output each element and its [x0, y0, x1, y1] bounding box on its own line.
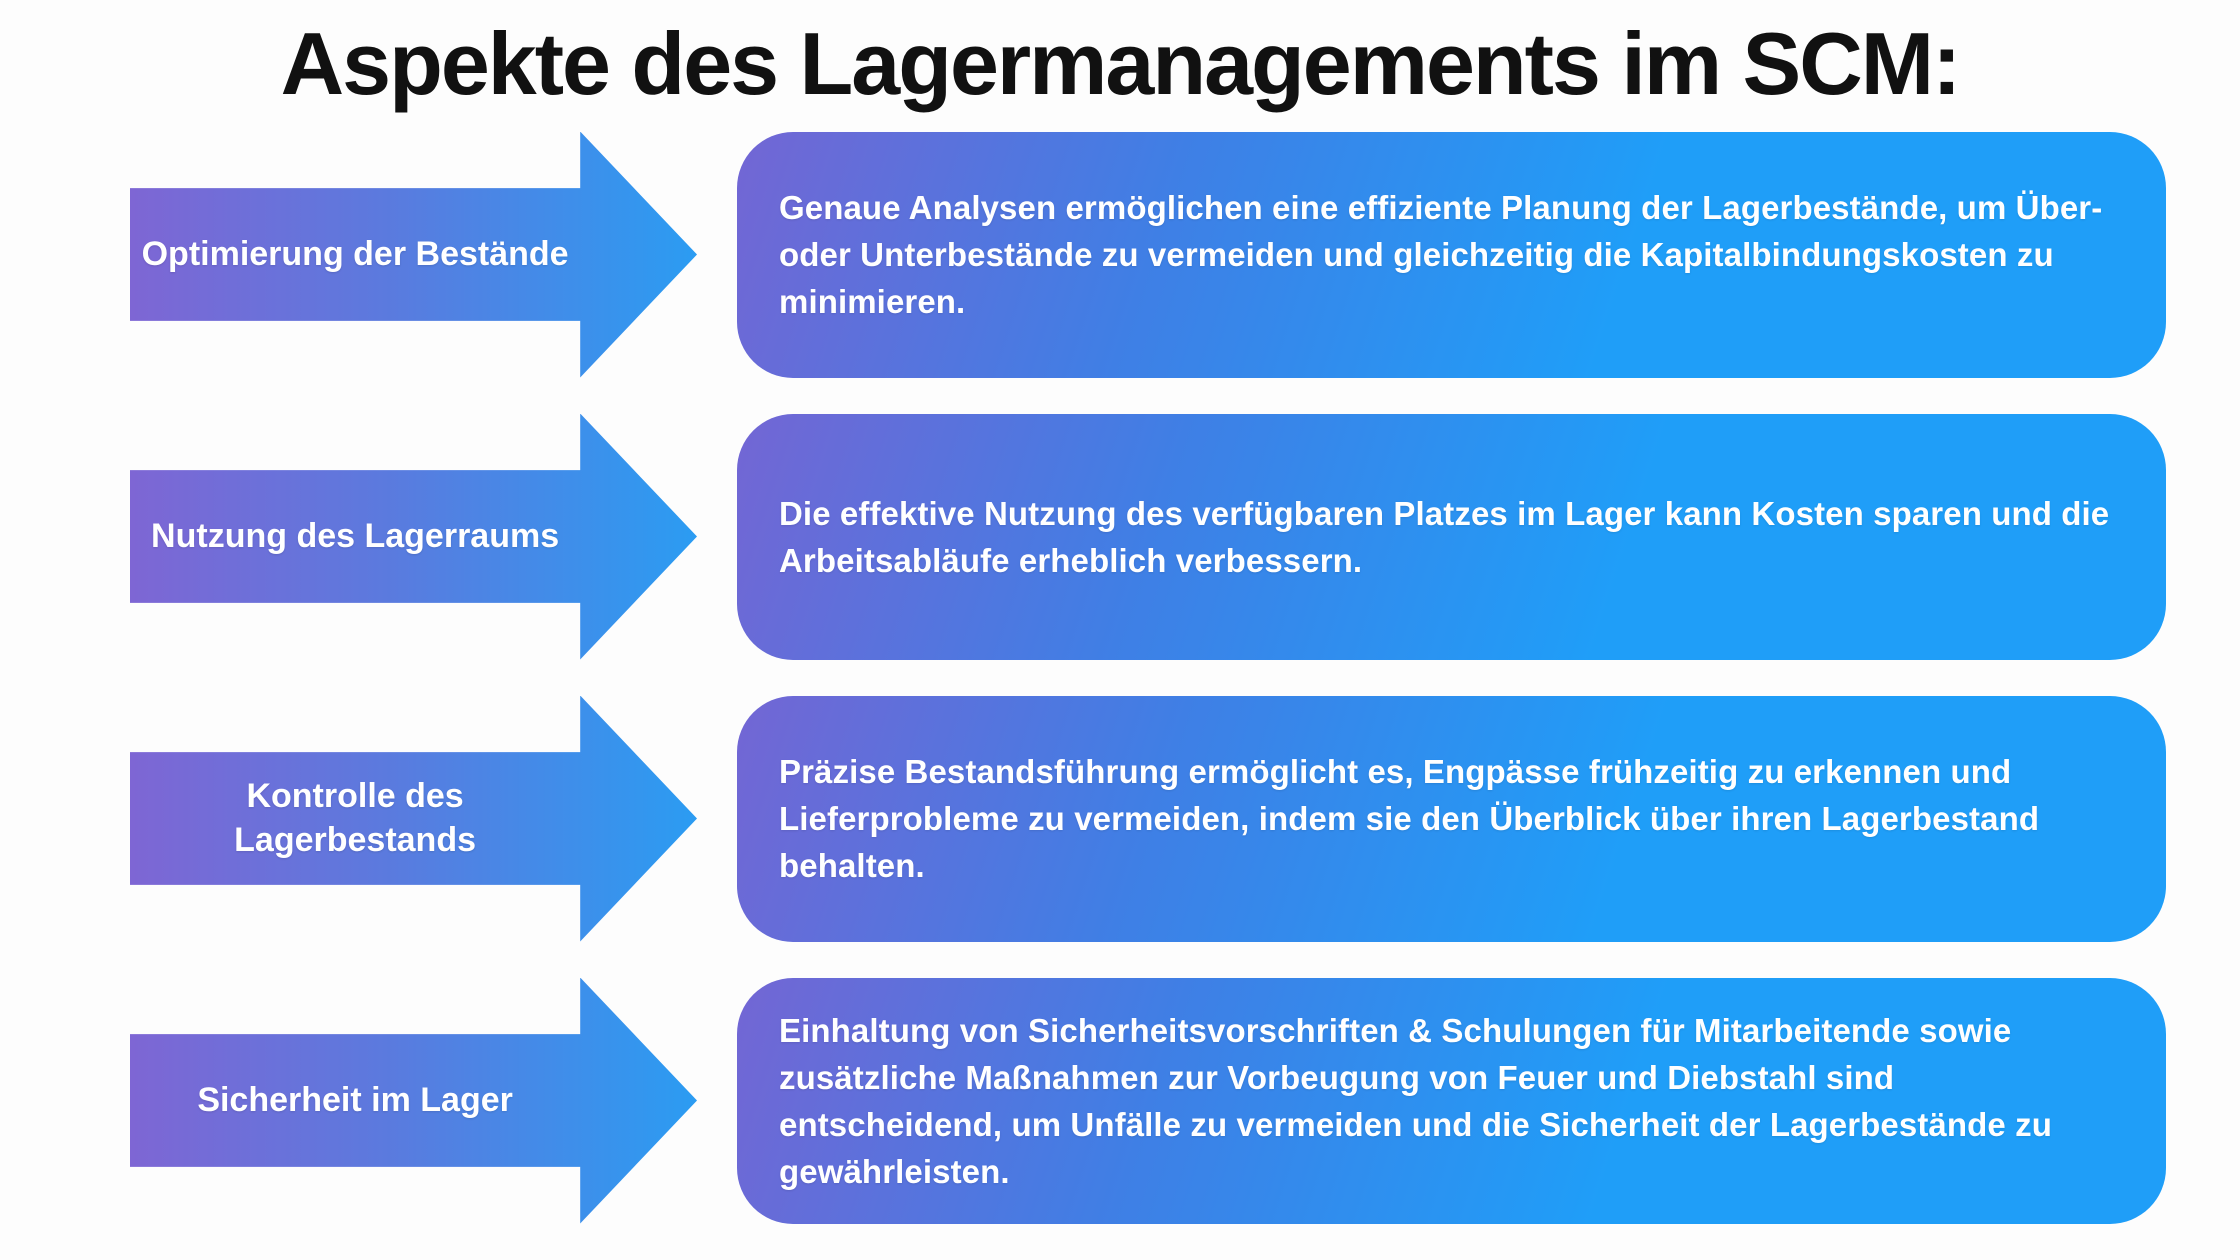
aspect-arrow: Nutzung des Lagerraums [130, 413, 697, 660]
aspect-row-kontrolle: Kontrolle des Lagerbestands Präzise Best… [130, 695, 2166, 942]
aspect-row-sicherheit: Sicherheit im Lager Einhaltung von Siche… [130, 977, 2166, 1224]
aspect-label: Kontrolle des Lagerbestands [234, 777, 477, 860]
aspect-description: Präzise Bestandsführung ermöglicht es, E… [779, 753, 2040, 884]
aspect-arrow: Optimierung der Bestände [130, 131, 697, 378]
aspect-description: Einhaltung von Sicherheitsvorschriften &… [779, 1011, 2052, 1190]
aspect-label: Sicherheit im Lager [197, 1081, 513, 1120]
aspect-description-box: Einhaltung von Sicherheitsvorschriften &… [737, 977, 2166, 1224]
aspect-description-box: Präzise Bestandsführung ermöglicht es, E… [737, 695, 2166, 942]
aspect-description-box: Die effektive Nutzung des verfügbaren Pl… [737, 413, 2166, 660]
aspect-description-box: Genaue Analysen ermöglichen eine effizie… [737, 131, 2166, 378]
aspect-arrow: Kontrolle des Lagerbestands [130, 695, 697, 942]
aspect-label: Nutzung des Lagerraums [151, 517, 560, 556]
page-title: Aspekte des Lagermanagements im SCM: [280, 14, 1962, 113]
aspect-arrow: Sicherheit im Lager [130, 977, 697, 1224]
aspect-description: Die effektive Nutzung des verfügbaren Pl… [779, 494, 2110, 579]
aspect-description: Genaue Analysen ermöglichen eine effizie… [779, 189, 2103, 320]
aspect-label: Optimierung der Bestände [141, 235, 569, 274]
aspect-row-nutzung: Nutzung des Lagerraums Die effektive Nut… [130, 413, 2166, 660]
aspect-row-optimierung: Optimierung der Bestände Genaue Analysen… [130, 131, 2166, 378]
aspect-rows: Optimierung der Bestände Genaue Analysen… [130, 131, 2166, 1224]
